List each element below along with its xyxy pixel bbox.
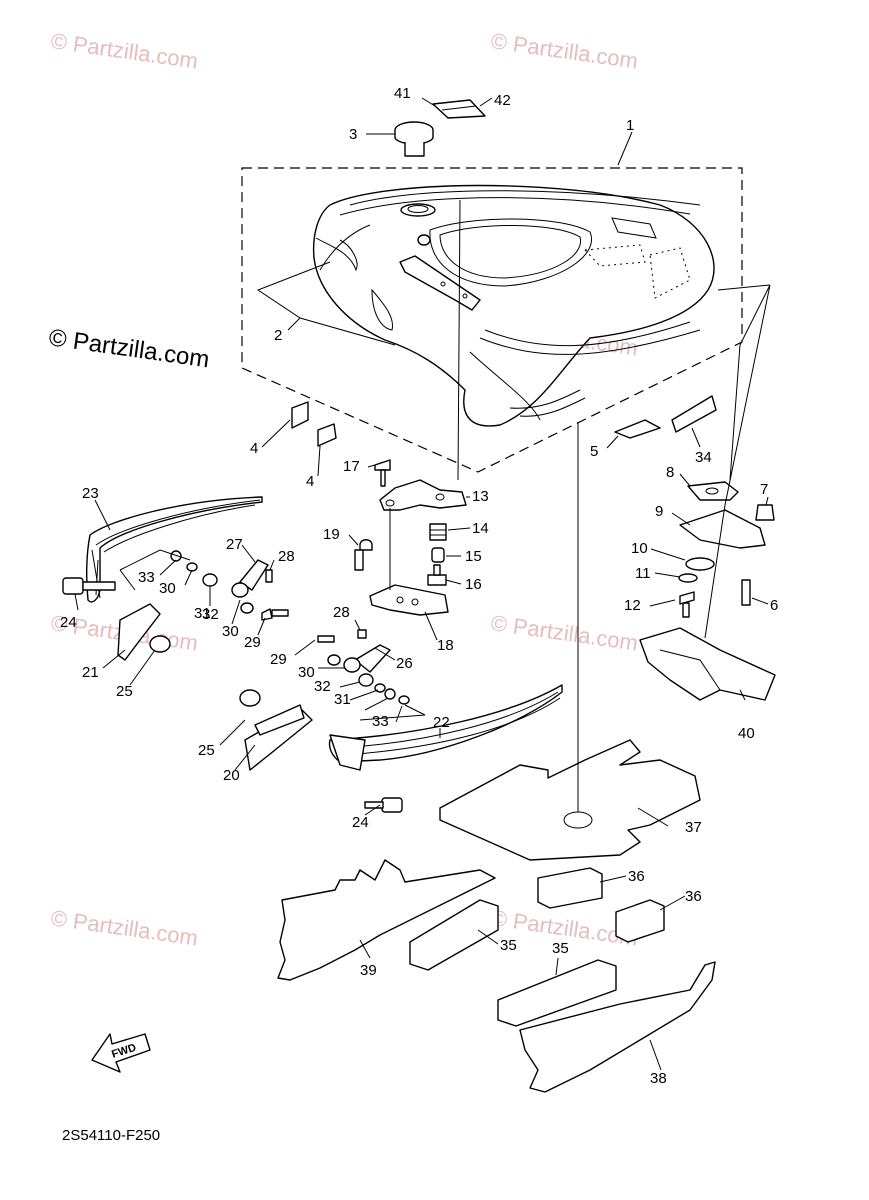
callout-label: 18	[437, 637, 454, 654]
side-seal-left	[277, 859, 496, 981]
callout-label: 35	[500, 937, 517, 954]
callout-label: 15	[465, 548, 482, 565]
callout-label: 34	[695, 449, 712, 466]
rear-mount-assembly	[639, 481, 776, 701]
fuel-tank	[312, 184, 715, 427]
callout-label: 33	[138, 569, 155, 586]
right-lower-trim	[239, 629, 563, 813]
callout-label: 17	[343, 458, 360, 475]
watermark: © Partzilla.com	[49, 905, 199, 950]
callout-label: 21	[82, 664, 99, 681]
callout-label: 25	[116, 683, 133, 700]
callout-label: 27	[226, 536, 243, 553]
callout-label: 36	[628, 868, 645, 885]
assembly-box-outline	[241, 167, 743, 473]
callout-label: 30	[159, 580, 176, 597]
callout-label: 11	[635, 565, 651, 582]
callout-label: 28	[333, 604, 350, 621]
fwd-arrow-icon: FWD	[91, 1033, 151, 1073]
callout-label: 7	[760, 481, 768, 498]
callout-label: 37	[685, 819, 702, 836]
callout-label: 26	[396, 655, 413, 672]
watermark: © Partzilla.com	[489, 610, 639, 655]
watermark: © Partzilla.com	[49, 28, 199, 73]
decals	[291, 99, 717, 447]
callout-label: 30	[298, 664, 315, 681]
callout-label: 32	[202, 606, 219, 623]
watermark-dark: © Partzilla.com	[47, 324, 211, 373]
callout-label: 4	[306, 473, 314, 490]
callout-label: 3	[349, 126, 357, 143]
callout-label: 40	[738, 725, 755, 742]
callout-label: 33	[372, 713, 389, 730]
side-seal-right	[519, 961, 716, 1093]
callout-label: 19	[323, 526, 340, 543]
callout-label: 4	[250, 440, 258, 457]
callout-label: 38	[650, 1070, 667, 1087]
callout-label: 8	[666, 464, 674, 481]
foam-pads	[409, 867, 665, 1027]
callout-label: 5	[590, 443, 598, 460]
callout-label: 14	[472, 520, 489, 537]
callout-label: 10	[631, 540, 648, 557]
callout-label: 23	[82, 485, 99, 502]
callout-label: 1	[626, 117, 634, 134]
callout-label: 31	[334, 691, 351, 708]
callout-label: 39	[360, 962, 377, 979]
callout-label: 2	[274, 327, 282, 344]
tank-cap	[394, 121, 434, 157]
watermark: © Partzilla.com	[489, 28, 639, 73]
heat-insulator	[439, 739, 701, 861]
callout-label: 12	[624, 597, 641, 614]
callout-label: 20	[223, 767, 240, 784]
callout-label: 30	[222, 623, 239, 640]
front-bracket-assembly	[354, 459, 467, 616]
callout-label: 29	[270, 651, 287, 668]
callout-label: 41	[394, 85, 411, 102]
callout-label: 32	[314, 678, 331, 695]
callout-label: 36	[685, 888, 702, 905]
leader-lines	[74, 97, 771, 1071]
callout-label: 24	[60, 614, 77, 631]
callout-label: 16	[465, 576, 482, 593]
callout-label: 13	[472, 488, 489, 505]
callout-label: 35	[552, 940, 569, 957]
callout-label: 29	[244, 634, 261, 651]
callout-label: 31	[194, 605, 211, 622]
callout-labels: 1 2 3 4 4 5 6 7 8 9 10 11 12 13 14 15 16…	[60, 85, 778, 1087]
callout-label: 25	[198, 742, 215, 759]
callout-label: 6	[770, 597, 778, 614]
callout-label: 9	[655, 503, 663, 520]
callout-label: 22	[433, 714, 450, 731]
callout-label: 24	[352, 814, 369, 831]
callout-label: 28	[278, 548, 295, 565]
callout-label: 42	[494, 92, 511, 109]
diagram-code: 2S54110-F250	[62, 1127, 160, 1144]
